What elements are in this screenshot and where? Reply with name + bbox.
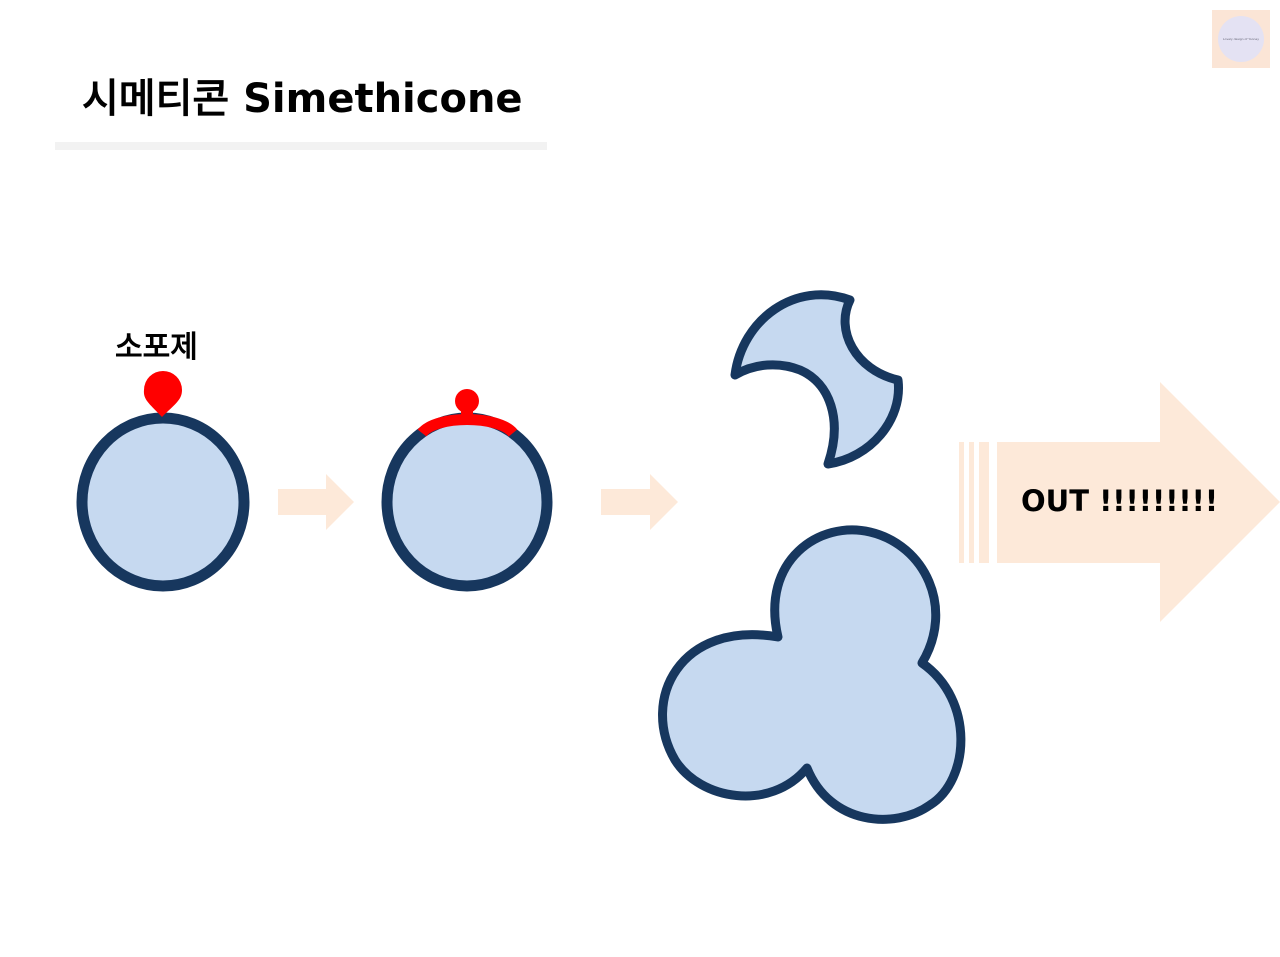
logo-text: Lovely design of Yooney [1222,37,1260,41]
out-arrow-body [997,382,1280,622]
antifoam-film [417,414,518,438]
logo: Lovely design of Yooney [1212,10,1270,68]
out-arrow-stripe-1 [959,442,964,563]
out-arrow-stripe-2 [969,442,974,563]
step-arrow-1 [278,474,354,530]
logo-badge: Lovely design of Yooney [1218,16,1264,62]
out-arrow [959,382,1280,622]
merged-bubble-cluster [658,525,966,824]
out-arrow-stripe-3 [979,442,989,563]
step-arrow-2 [601,474,678,530]
burst-bubble-fragment [730,290,903,469]
antifoam-droplet [143,370,182,417]
antifoam-label: 소포제 [115,330,198,365]
page-title: 시메티콘 Simethicone [82,76,523,122]
antifoam-bead-neck [461,405,473,417]
title-underline [55,142,547,150]
bubble-stage-2 [381,412,553,592]
out-label: OUT !!!!!!!!! [1021,484,1219,518]
bubble-stage-1 [76,412,250,592]
